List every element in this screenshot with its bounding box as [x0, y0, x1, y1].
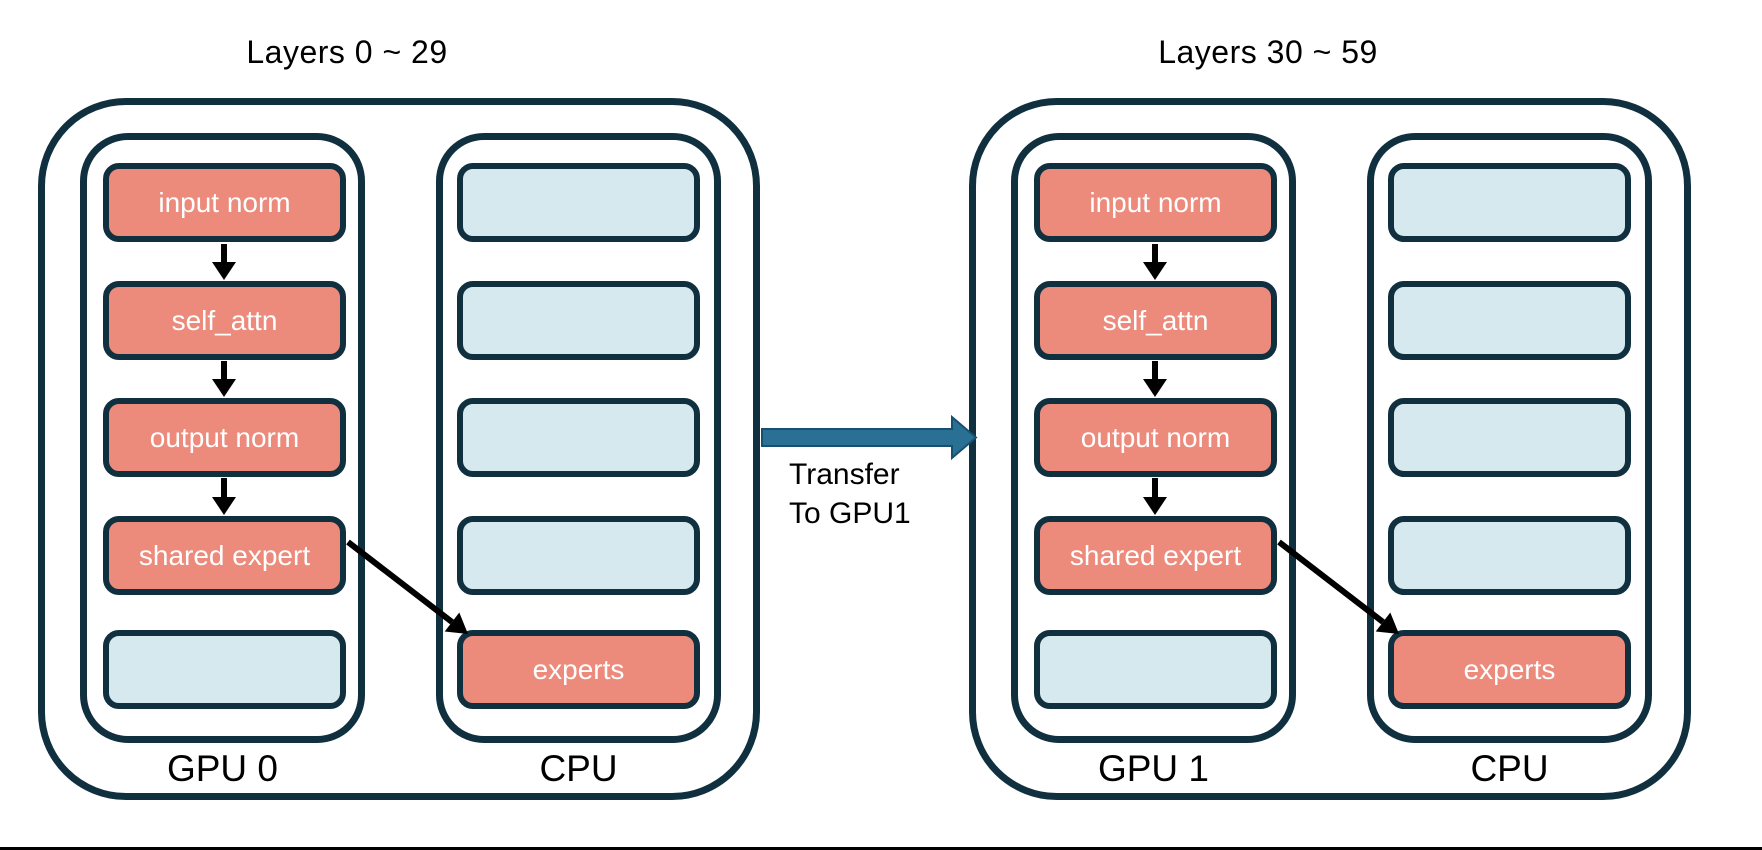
gpu0-input-norm-block: input norm	[103, 163, 346, 242]
transfer-label-line1: Transfer	[789, 458, 900, 491]
cpu1-empty-block-3	[1388, 398, 1631, 477]
cpu1-empty-block-2	[1388, 281, 1631, 360]
gpu0-self-attn-block: self_attn	[103, 281, 346, 360]
cpu1-experts-block: experts	[1388, 630, 1631, 709]
cpu1-empty-block-1	[1388, 163, 1631, 242]
gpu1-self-attn-block: self_attn	[1034, 281, 1277, 360]
cpu0-experts-block: experts	[457, 630, 700, 709]
bottom-border-line	[0, 847, 1762, 850]
gpu1-shared-expert-block: shared expert	[1034, 516, 1277, 595]
gpu0-shared-expert-block: shared expert	[103, 516, 346, 595]
cpu0-empty-block-4	[457, 516, 700, 595]
gpu0-label: GPU 0	[166, 748, 279, 789]
gpu1-column	[1011, 133, 1296, 743]
transfer-arrow	[761, 414, 978, 461]
cpu0-label: CPU	[539, 748, 618, 789]
layers-30-59-title: Layers 30 ~ 59	[1158, 34, 1378, 70]
transfer-label: Transfer To GPU1	[789, 455, 911, 533]
cpu1-column	[1367, 133, 1652, 743]
cpu1-empty-block-4	[1388, 516, 1631, 595]
gpu1-empty-block	[1034, 630, 1277, 709]
cpu0-empty-block-1	[457, 163, 700, 242]
layers-0-29-title: Layers 0 ~ 29	[246, 34, 448, 70]
gpu0-column	[80, 133, 365, 743]
gpu1-output-norm-block: output norm	[1034, 398, 1277, 477]
cpu0-empty-block-2	[457, 281, 700, 360]
cpu1-label: CPU	[1470, 748, 1549, 789]
transfer-label-line2: To GPU1	[789, 497, 911, 530]
gpu0-output-norm-block: output norm	[103, 398, 346, 477]
gpu1-input-norm-block: input norm	[1034, 163, 1277, 242]
cpu0-empty-block-3	[457, 398, 700, 477]
gpu0-empty-block	[103, 630, 346, 709]
cpu0-column	[436, 133, 721, 743]
layer-group-0-container	[38, 98, 760, 800]
gpu1-label: GPU 1	[1097, 748, 1210, 789]
